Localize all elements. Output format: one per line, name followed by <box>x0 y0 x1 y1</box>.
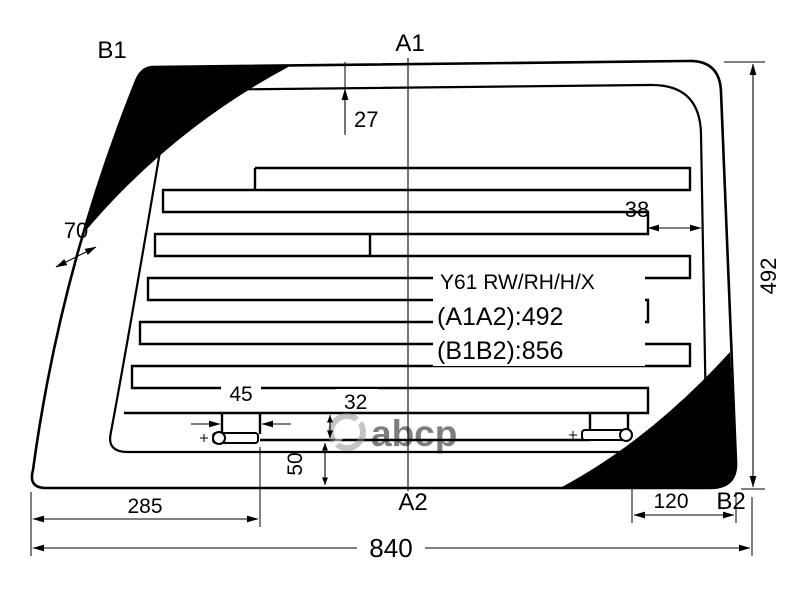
dim-492-label: 492 <box>756 258 781 295</box>
corner-label-a1: A1 <box>395 30 424 57</box>
dim-70-label: 70 <box>64 218 88 243</box>
text-gap-45 <box>221 383 261 404</box>
terminal-left-plus-icon <box>200 434 208 442</box>
part-info-block: Y61 RW/RH/H/X (A1A2):492 (B1B2):856 <box>437 271 595 365</box>
dim-glass-height: 492 <box>724 61 781 490</box>
dim-left-edge-to-terminal: 285 <box>30 447 261 556</box>
spec-a1a2-label: (A1A2):492 <box>437 303 563 331</box>
dim-grid-to-right-edge: 38 <box>625 197 702 232</box>
corner-label-b2: B2 <box>716 488 745 515</box>
dim-terminal-tab-gap: 45 <box>191 383 291 428</box>
watermark: abcp <box>328 413 457 454</box>
dim-grid-to-bottom-edge: 50 <box>284 443 328 485</box>
corner-label-b1: B1 <box>97 37 126 64</box>
terminal-right <box>569 428 633 442</box>
dim-45-label: 45 <box>229 383 252 406</box>
dim-row-spacing: 32 <box>327 391 367 438</box>
dim-38-label: 38 <box>625 197 649 222</box>
defroster-boundary <box>109 83 708 454</box>
spec-b1b2-label: (B1B2):856 <box>437 337 563 365</box>
corner-label-a2: A2 <box>398 489 427 516</box>
terminal-right-plus-icon <box>569 431 577 439</box>
dim-120-label: 120 <box>653 490 688 513</box>
dim-32-label: 32 <box>344 391 367 414</box>
dim-27-label: 27 <box>354 107 378 132</box>
part-model-label: Y61 RW/RH/H/X <box>440 271 595 294</box>
text-gap-center <box>433 263 645 366</box>
dim-285-label: 285 <box>127 495 162 518</box>
corner-mask-bottom-right <box>560 352 737 488</box>
dim-terminal-to-right-edge: 120 <box>631 448 737 523</box>
dim-50-label: 50 <box>284 452 307 475</box>
dim-840-label: 840 <box>369 533 412 563</box>
watermark-logo-slash <box>331 417 363 447</box>
terminal-left <box>200 431 259 445</box>
watermark-text: abcp <box>371 413 457 454</box>
corner-mask-top-left <box>83 66 290 234</box>
dim-glass-width: 840 <box>32 497 753 563</box>
dim-corner-band-width: 70 <box>55 218 97 268</box>
dim-top-edge-to-grid: 27 <box>341 62 378 135</box>
text-gap-32 <box>336 389 378 411</box>
